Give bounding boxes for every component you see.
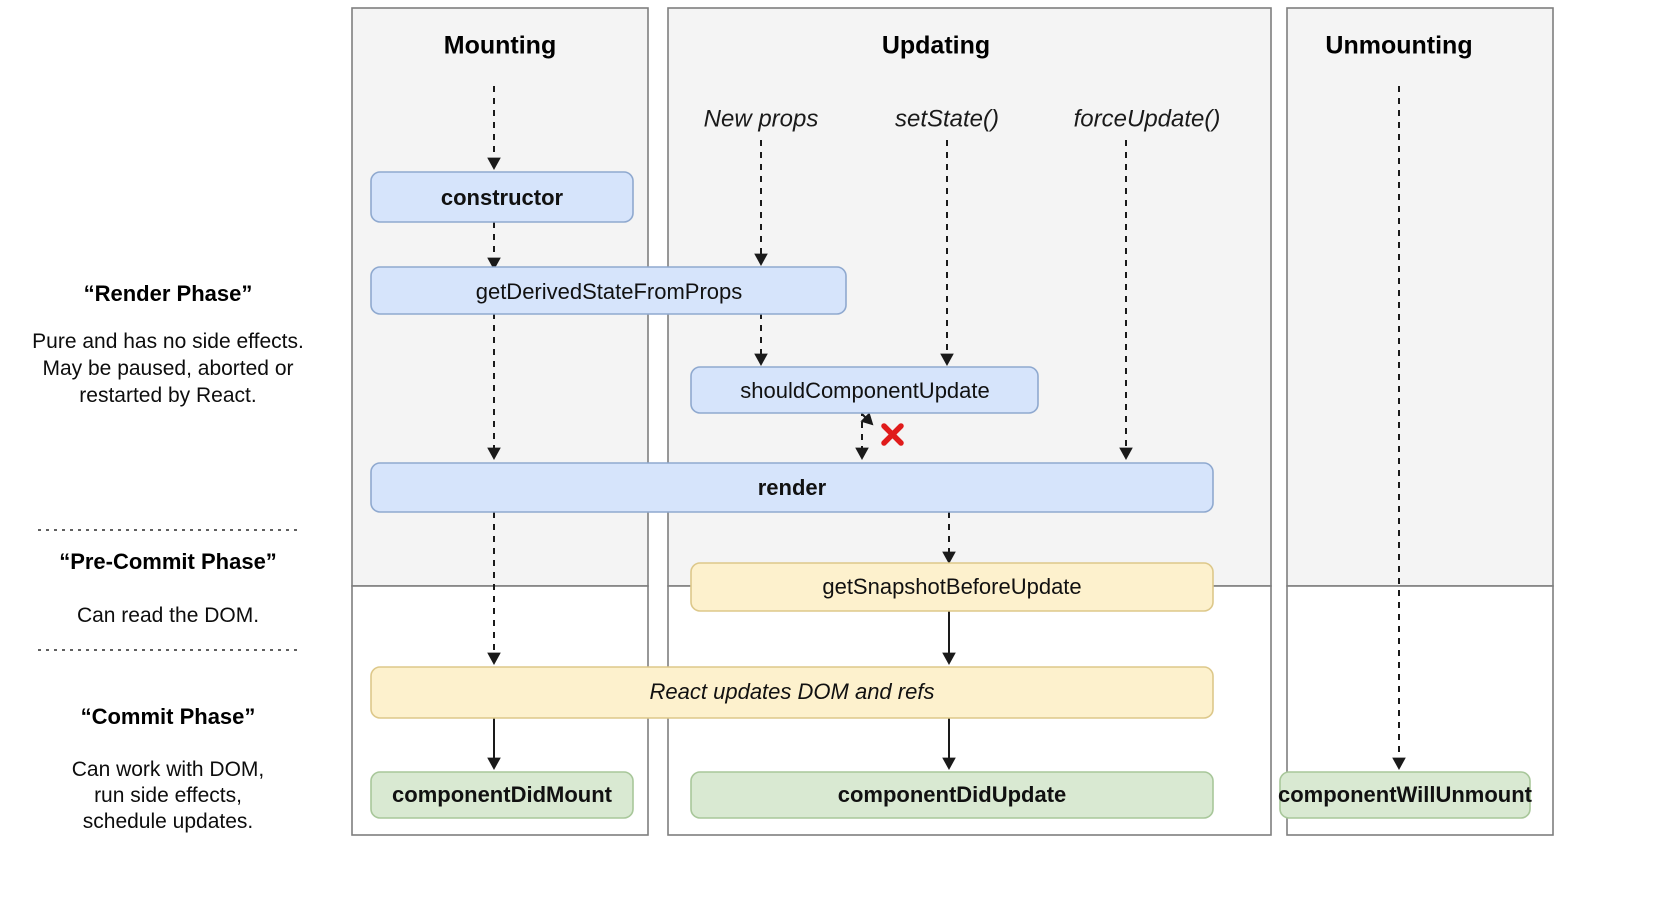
should-component-update-false-x-icon	[881, 423, 904, 446]
node-get-snapshot-before-update-label: getSnapshotBeforeUpdate	[822, 574, 1081, 599]
node-component-will-unmount[interactable]: componentWillUnmount	[1278, 771, 1533, 819]
node-constructor-box[interactable]	[370, 171, 634, 223]
node-get-derived-state-from-props[interactable]: getDerivedStateFromProps	[370, 266, 847, 315]
node-get-snapshot-before-update-box[interactable]	[690, 562, 1214, 612]
node-component-did-update-label: componentDidUpdate	[838, 782, 1067, 807]
node-should-component-update-label: shouldComponentUpdate	[740, 378, 990, 403]
node-react-updates-dom-and-refs-box[interactable]	[370, 666, 1214, 719]
node-render[interactable]: render	[370, 462, 1214, 513]
node-component-will-unmount-box[interactable]	[1279, 771, 1531, 819]
node-component-will-unmount-label: componentWillUnmount	[1278, 782, 1533, 807]
trigger-new-props: New props	[704, 105, 819, 132]
trigger-force-update: forceUpdate()	[1074, 105, 1221, 132]
node-render-box[interactable]	[370, 462, 1214, 513]
updating-connectors	[754, 140, 1133, 771]
trigger-set-state: setState()	[895, 105, 999, 132]
node-component-did-mount-label: componentDidMount	[392, 782, 613, 807]
phase-render-body-line-3: restarted by React.	[79, 384, 256, 407]
phase-annotation-pre-commit-phase: “Pre-Commit Phase” Can read the DOM.	[59, 549, 277, 627]
phase-pre-commit-heading: “Pre-Commit Phase”	[59, 549, 277, 574]
lane-title-unmounting: Unmounting	[1325, 32, 1472, 60]
node-react-updates-dom-and-refs[interactable]: React updates DOM and refs	[370, 666, 1214, 719]
node-get-derived-state-from-props-box[interactable]	[370, 266, 847, 315]
node-constructor[interactable]: constructor	[370, 171, 634, 223]
phase-annotation-commit-phase: “Commit Phase” Can work with DOM, run si…	[72, 704, 265, 833]
node-get-snapshot-before-update[interactable]: getSnapshotBeforeUpdate	[690, 562, 1214, 612]
node-render-label: render	[758, 475, 827, 500]
phase-render-body-line-2: May be paused, aborted or	[43, 357, 294, 380]
lane-title-updating: Updating	[882, 32, 990, 60]
arrow-scu-false-skip	[860, 412, 874, 426]
node-constructor-label: constructor	[441, 185, 564, 210]
phase-commit-heading: “Commit Phase”	[81, 704, 256, 729]
phase-annotation-render-phase: “Render Phase” Pure and has no side effe…	[32, 281, 304, 407]
node-get-derived-state-from-props-label: getDerivedStateFromProps	[476, 279, 743, 304]
node-component-did-mount-box[interactable]	[370, 771, 634, 819]
phase-commit-body-line-2: run side effects,	[94, 784, 242, 807]
node-should-component-update-box[interactable]	[690, 366, 1039, 414]
phase-commit-body-line-1: Can work with DOM,	[72, 758, 265, 781]
node-component-did-update-box[interactable]	[690, 771, 1214, 819]
phase-render-heading: “Render Phase”	[84, 281, 253, 306]
lane-title-mounting: Mounting	[444, 32, 556, 60]
node-component-did-mount[interactable]: componentDidMount	[370, 771, 634, 819]
phase-commit-body-line-3: schedule updates.	[83, 810, 253, 833]
lane-unmounting-upper	[1286, 7, 1554, 587]
phase-pre-commit-body-line-1: Can read the DOM.	[77, 604, 259, 627]
node-should-component-update[interactable]: shouldComponentUpdate	[690, 366, 1039, 414]
phase-render-body-line-1: Pure and has no side effects.	[32, 330, 304, 353]
node-react-updates-dom-and-refs-label: React updates DOM and refs	[650, 679, 935, 704]
node-component-did-update[interactable]: componentDidUpdate	[690, 771, 1214, 819]
